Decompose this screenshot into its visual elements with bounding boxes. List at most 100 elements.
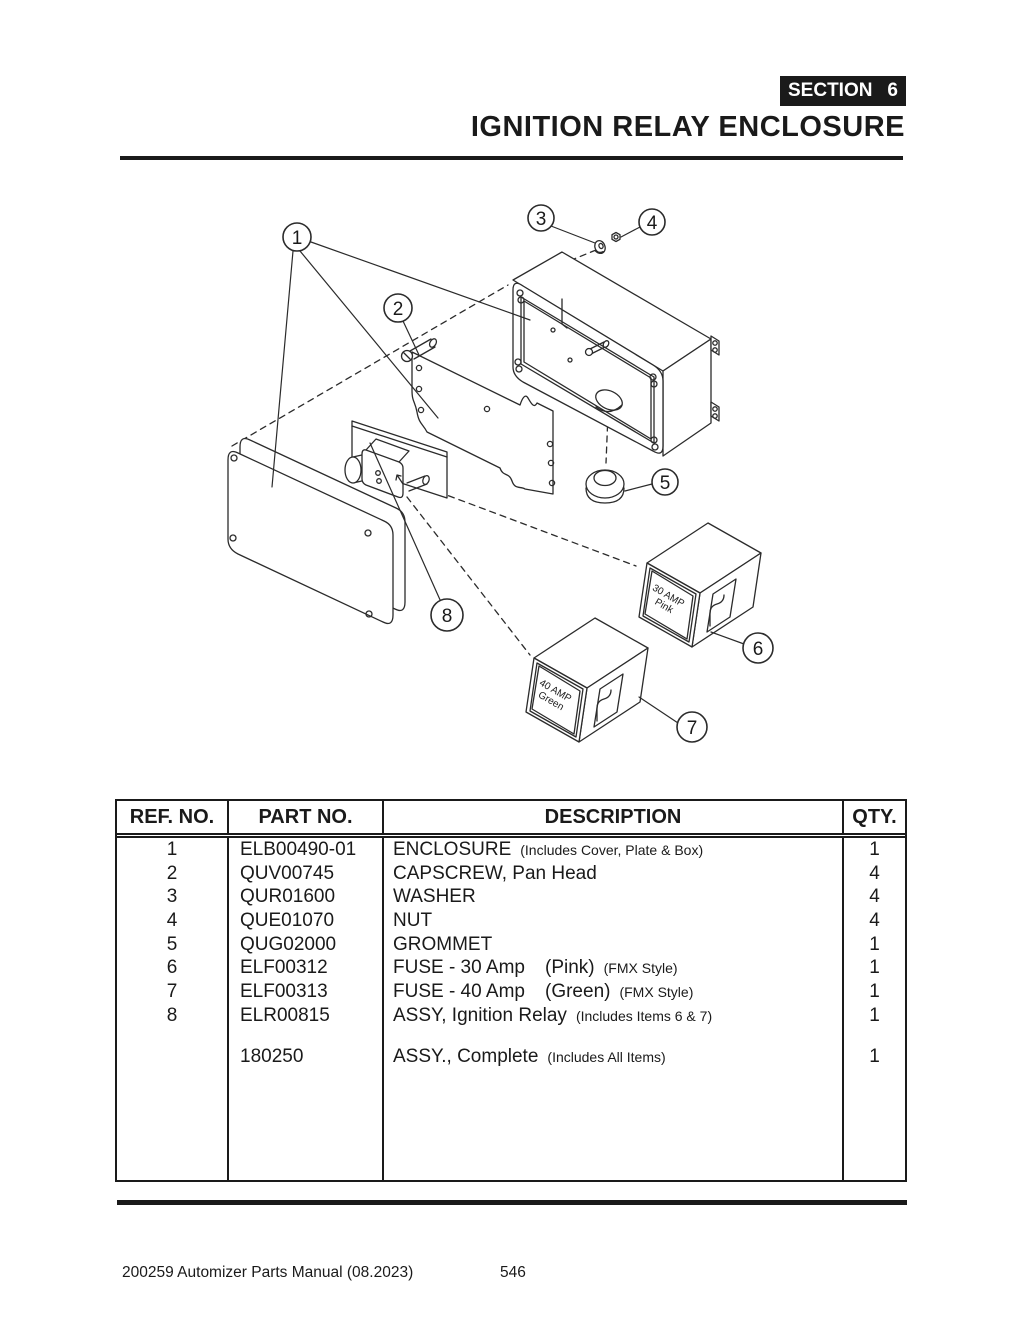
page-title: IGNITION RELAY ENCLOSURE xyxy=(470,111,905,143)
description-text: WASHER xyxy=(393,886,476,908)
parts-table-header: REF. NO. PART NO. DESCRIPTION QTY. xyxy=(117,801,905,838)
description-text: GROMMET xyxy=(393,933,493,955)
callout-4-number: 4 xyxy=(647,213,658,234)
nut xyxy=(611,231,621,243)
cell-part-no: ELB00490-01 xyxy=(229,838,384,862)
callout-1-number: 1 xyxy=(292,228,303,249)
cell-description: FUSE - 30 Amp (Pink) (FMX Style) xyxy=(384,956,844,981)
table-row: 4 QUE01070 NUT 4 xyxy=(117,909,905,933)
description-note: (Includes All Items) xyxy=(547,1048,666,1065)
cell-part-no: ELR00815 xyxy=(229,1003,384,1028)
description-text: ASSY., Complete xyxy=(393,1045,539,1067)
cell-ref-no xyxy=(117,1044,229,1069)
callout-2-number: 2 xyxy=(393,299,404,320)
table-row: 7 ELF00313 FUSE - 40 Amp (Green) (FMX St… xyxy=(117,980,905,1004)
cell-description: FUSE - 40 Amp (Green) (FMX Style) xyxy=(384,980,844,1004)
callout-7-number: 7 xyxy=(687,718,698,739)
cell-ref-no: 2 xyxy=(117,861,229,886)
cell-description: GROMMET xyxy=(384,932,844,957)
header-description: DESCRIPTION xyxy=(384,801,844,833)
description-color: (Green) xyxy=(545,981,611,1003)
enclosure-box xyxy=(512,251,720,457)
grommet xyxy=(585,469,625,504)
cell-ref-no: 1 xyxy=(117,838,229,862)
table-filler-row xyxy=(117,1068,905,1180)
cell-ref-no: 8 xyxy=(117,1003,229,1028)
callout-6 xyxy=(742,632,774,664)
table-row: 6 ELF00312 FUSE - 30 Amp (Pink) (FMX Sty… xyxy=(117,956,905,981)
callout-5 xyxy=(651,468,679,496)
callout-8-number: 8 xyxy=(442,606,453,627)
cell-qty: 1 xyxy=(869,1004,880,1026)
cell-qty: 4 xyxy=(869,910,880,932)
description-note: (Includes Cover, Plate & Box) xyxy=(520,842,704,858)
cell-part-no: QUG02000 xyxy=(229,932,384,957)
header-qty: QTY. xyxy=(852,805,897,828)
section-label: SECTION xyxy=(788,80,873,101)
table-spacer-row xyxy=(117,1027,905,1045)
description-note: (Includes Items 6 & 7) xyxy=(575,1007,713,1024)
callout-5-number: 5 xyxy=(660,473,671,494)
callout-1 xyxy=(282,222,312,252)
cell-part-no: ELF00313 xyxy=(229,980,384,1004)
description-text: FUSE - 30 Amp xyxy=(393,957,525,979)
description-text: NUT xyxy=(393,910,433,932)
exploded-diagram: 30 AMP Pink 40 AMP Green 1 2 3 4 xyxy=(0,168,1024,780)
cell-qty: 1 xyxy=(869,933,880,955)
cell-description: CAPSCREW, Pan Head xyxy=(384,861,844,886)
cell-qty: 1 xyxy=(869,957,880,979)
cell-part-no: ELF00312 xyxy=(229,956,384,981)
header-part-no: PART NO. xyxy=(229,801,384,833)
cell-ref-no: 6 xyxy=(117,956,229,981)
cell-description: ASSY., Complete (Includes All Items) xyxy=(384,1044,844,1069)
description-color: (Pink) xyxy=(545,957,595,979)
description-text: CAPSCREW, Pan Head xyxy=(393,862,597,884)
cell-qty: 4 xyxy=(869,886,880,908)
callout-7 xyxy=(676,711,708,743)
description-text: ASSY, Ignition Relay xyxy=(393,1004,567,1026)
cell-description: ASSY, Ignition Relay (Includes Items 6 &… xyxy=(384,1003,844,1028)
cell-ref-no: 3 xyxy=(117,885,229,910)
table-row: 8 ELR00815 ASSY, Ignition Relay (Include… xyxy=(117,1003,905,1028)
capscrew xyxy=(400,338,438,363)
cell-part-no: QUE01070 xyxy=(229,909,384,933)
cover-panel xyxy=(227,437,406,625)
section-badge: SECTION 6 xyxy=(780,76,906,106)
cell-ref-no: 5 xyxy=(117,932,229,957)
table-row: 5 QUG02000 GROMMET 1 xyxy=(117,932,905,957)
cell-qty: 1 xyxy=(869,1045,880,1067)
description-text: ENCLOSURE xyxy=(393,839,512,860)
callout-2 xyxy=(383,293,413,323)
table-row: 1 ELB00490-01 ENCLOSURE (Includes Cover,… xyxy=(117,838,905,862)
table-row: 2 QUV00745 CAPSCREW, Pan Head 4 xyxy=(117,861,905,886)
table-row: 3 QUR01600 WASHER 4 xyxy=(117,885,905,910)
title-rule xyxy=(120,156,903,160)
description-text: FUSE - 40 Amp xyxy=(393,981,525,1003)
callout-8 xyxy=(430,598,464,632)
footer-rule xyxy=(117,1200,907,1205)
header-ref-no: REF. NO. xyxy=(117,801,229,833)
washer xyxy=(594,240,606,254)
cell-ref-no: 7 xyxy=(117,980,229,1004)
footer-manual-info: 200259 Automizer Parts Manual (08.2023) xyxy=(122,1264,414,1281)
description-note: (FMX Style) xyxy=(619,984,694,1001)
mounting-plate xyxy=(411,351,556,495)
callout-3 xyxy=(527,204,555,232)
cell-part-no: 180250 xyxy=(229,1044,384,1069)
parts-table: REF. NO. PART NO. DESCRIPTION QTY. 1 ELB… xyxy=(115,799,907,1182)
cell-qty: 4 xyxy=(869,862,880,884)
cell-part-no: QUR01600 xyxy=(229,885,384,910)
callout-leader-lines xyxy=(271,225,745,724)
callout-3-number: 3 xyxy=(536,209,547,230)
fuse-30amp-body xyxy=(638,522,762,648)
footer-page-number: 546 xyxy=(500,1264,526,1281)
table-row: 180250 ASSY., Complete (Includes All Ite… xyxy=(117,1044,905,1069)
cell-qty: 1 xyxy=(869,981,880,1003)
parts-table-body: 1 ELB00490-01 ENCLOSURE (Includes Cover,… xyxy=(117,838,905,1180)
cell-ref-no: 4 xyxy=(117,909,229,933)
callout-6-number: 6 xyxy=(753,639,764,660)
cell-part-no: QUV00745 xyxy=(229,861,384,886)
relay-assembly xyxy=(344,420,448,499)
callout-4 xyxy=(638,208,666,236)
